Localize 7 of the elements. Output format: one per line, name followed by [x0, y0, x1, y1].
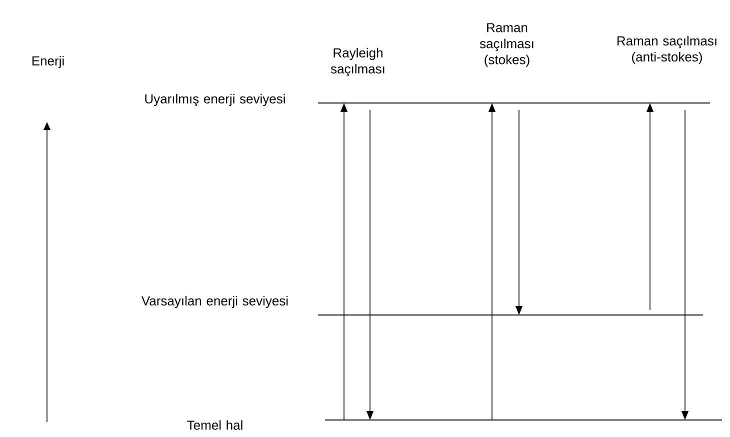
text-label: Varsayılan enerji seviyesi — [142, 296, 288, 308]
text-label: Enerji — [32, 56, 64, 68]
text-label: Rayleigh saçılması — [330, 48, 384, 76]
text-label: Uyarılmış enerji seviyesi — [145, 94, 285, 106]
text-label: Temel hal — [187, 420, 242, 430]
text-label: Raman saçılması (anti-stokes) — [618, 36, 716, 64]
text-label: Raman saçılması (stokes) — [480, 23, 534, 67]
